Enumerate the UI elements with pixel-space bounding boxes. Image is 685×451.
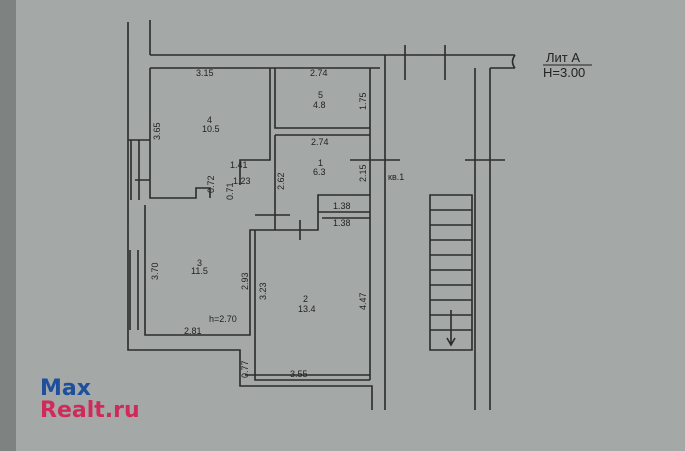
apartment-label: кв.1 — [388, 172, 404, 182]
dim-141: 1.41 — [230, 160, 248, 170]
watermark-realt: Realt.ru — [40, 398, 140, 423]
dim-r2-right: 4.47 — [358, 292, 368, 310]
dim-r2-bottom: 3.55 — [290, 369, 308, 379]
dim-r3-left: 3.70 — [150, 262, 160, 280]
dim-r3-bottom: 2.81 — [184, 326, 202, 336]
dim-r2-left: 3.23 — [258, 282, 268, 300]
dim-r1-right: 2.15 — [358, 164, 368, 182]
dim-r1-left: 2.62 — [276, 172, 286, 190]
dim-077: 0.77 — [240, 360, 250, 378]
watermark-logo: Max Realt.ru — [40, 378, 140, 422]
dim-r4-left: 3.65 — [152, 122, 162, 140]
dim-r3-right: 2.93 — [240, 272, 250, 290]
title-height: Н=3.00 — [543, 65, 585, 80]
title-lit: Лит А — [546, 50, 580, 65]
room-2-area: 13.4 — [298, 304, 316, 314]
dim-r1-top: 2.74 — [311, 137, 329, 147]
dim-r5-top: 2.74 — [310, 68, 328, 78]
room-3-area: 11.5 — [191, 266, 208, 276]
room-1-number: 1 — [318, 158, 323, 168]
dim-072: 0.72 — [206, 175, 216, 193]
room-3-number: 3 — [197, 258, 202, 268]
room-1-area: 6.3 — [313, 167, 326, 177]
dim-138-a: 1.38 — [333, 201, 351, 211]
room-5-area: 4.8 — [313, 100, 326, 110]
room-4-area: 10.5 — [202, 124, 220, 134]
dim-071: 0.71 — [225, 182, 235, 200]
dim-r5-right: 1.75 — [358, 92, 368, 110]
watermark-max: Max — [40, 376, 91, 401]
room-5-number: 5 — [318, 90, 323, 100]
dim-138-b: 1.38 — [333, 218, 351, 228]
dim-123: 1.23 — [233, 176, 251, 186]
room-4-number: 4 — [207, 115, 212, 125]
room-2-number: 2 — [303, 294, 308, 304]
ceiling-height: h=2.70 — [209, 314, 237, 324]
dim-r4-top: 3.15 — [196, 68, 214, 78]
walls — [127, 20, 516, 410]
page-edge — [0, 0, 16, 451]
